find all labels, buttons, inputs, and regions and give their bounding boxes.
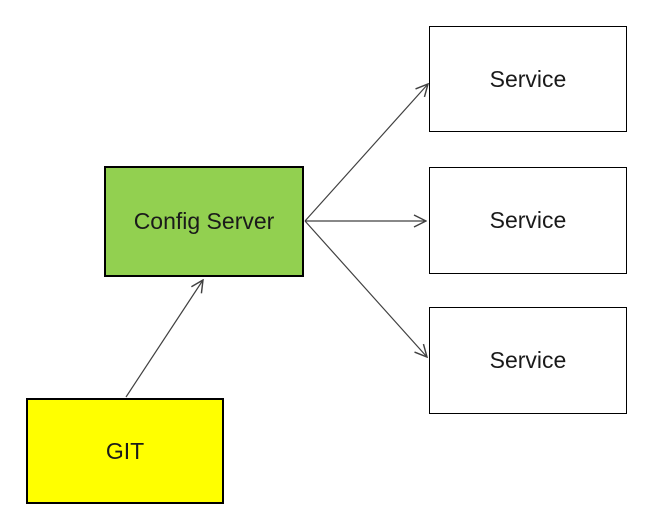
node-config-server-label: Config Server xyxy=(133,208,275,234)
node-service-1-label: Service xyxy=(489,65,567,92)
arrow-git-to-config-server xyxy=(125,280,203,398)
node-config-server: Config Server xyxy=(104,166,304,277)
node-service-2-label: Service xyxy=(489,207,567,233)
node-service-2: Service xyxy=(429,167,627,274)
node-service-3-label: Service xyxy=(489,347,567,373)
node-git: GIT xyxy=(26,398,224,504)
node-git-label: GIT xyxy=(105,437,145,464)
node-service-1: Service xyxy=(429,26,627,132)
node-service-3: Service xyxy=(429,307,627,414)
arrow-config-server-to-service-3 xyxy=(304,220,427,357)
arrow-config-server-to-service-1 xyxy=(304,84,428,222)
